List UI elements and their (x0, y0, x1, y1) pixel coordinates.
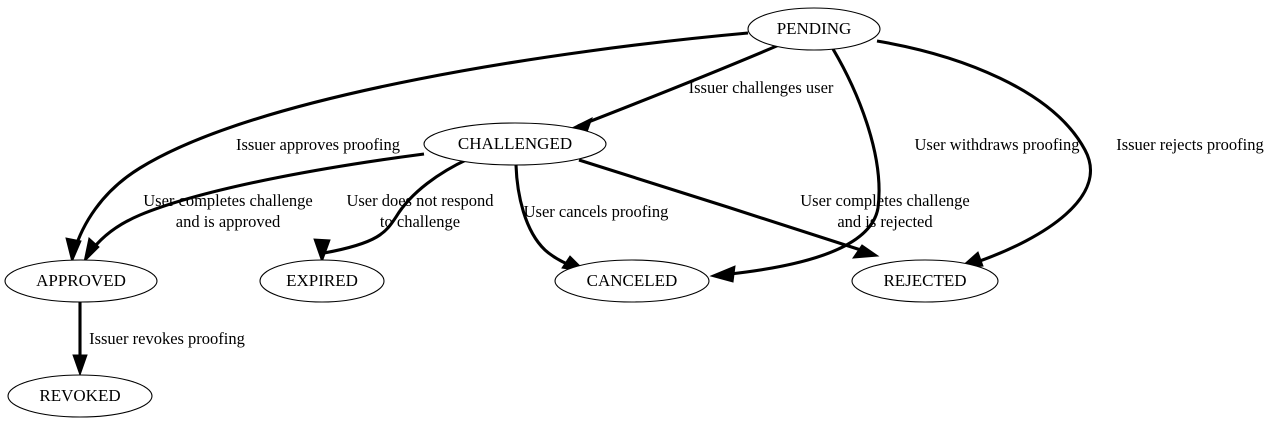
edge-challenged-approved (83, 152, 425, 264)
arrowhead-icon (851, 244, 880, 259)
edge-approved-revoked (72, 302, 88, 377)
edge-challenged-expired (313, 157, 469, 264)
node-label: APPROVED (36, 271, 126, 290)
node-label: REVOKED (39, 386, 120, 405)
arrowhead-icon (709, 265, 736, 283)
arrowhead-icon (72, 354, 88, 377)
node-approved[interactable]: APPROVED (4, 259, 158, 303)
edge-pending-canceled (709, 48, 881, 283)
edge-path (578, 158, 868, 254)
node-layer: PENDING CHALLENGED APPROVED EXPIRED CANC… (4, 7, 999, 418)
edge-pending-rejected (876, 39, 1092, 269)
edge-label-challenged-expired-line2: to challenge (380, 212, 460, 231)
node-shape[interactable] (259, 259, 385, 303)
node-label: CANCELED (587, 271, 678, 290)
edge-label-challenged-approved-line2: and is approved (176, 212, 281, 231)
arrowhead-icon (65, 237, 82, 264)
node-shape[interactable] (554, 259, 710, 303)
node-label: CHALLENGED (458, 134, 572, 153)
edge-path (729, 48, 881, 276)
edge-label-challenged-rejected-line1: User completes challenge (800, 191, 970, 210)
node-label: REJECTED (883, 271, 966, 290)
edge-pending-approved (65, 31, 749, 264)
edge-path (876, 39, 1092, 264)
node-label: EXPIRED (286, 271, 358, 290)
node-shape[interactable] (7, 374, 153, 418)
node-pending[interactable]: PENDING (747, 7, 881, 51)
edge-path (87, 152, 425, 255)
node-rejected[interactable]: REJECTED (851, 259, 999, 303)
edge-challenged-rejected (578, 158, 880, 259)
node-shape[interactable] (851, 259, 999, 303)
node-shape[interactable] (4, 259, 158, 303)
node-shape[interactable] (747, 7, 881, 51)
edge-label-layer: Issuer challenges user Issuer approves p… (89, 78, 1264, 348)
edge-label-approved-revoked: Issuer revokes proofing (89, 329, 245, 348)
edge-label-pending-approved: Issuer approves proofing (236, 135, 400, 154)
edge-path (72, 31, 749, 253)
arrowhead-icon (83, 237, 100, 264)
node-revoked[interactable]: REVOKED (7, 374, 153, 418)
edge-label-challenged-rejected-line2: and is rejected (837, 212, 933, 231)
edge-label-challenged-approved-line1: User completes challenge (143, 191, 313, 210)
edge-label-pending-challenged: Issuer challenges user (689, 78, 834, 97)
edge-path (577, 43, 780, 128)
edge-label-pending-canceled: User withdraws proofing (915, 135, 1080, 154)
node-shape[interactable] (423, 122, 607, 166)
node-challenged[interactable]: CHALLENGED (423, 122, 607, 166)
node-label: PENDING (777, 19, 852, 38)
edge-label-challenged-expired-line1: User does not respond (346, 191, 494, 210)
node-expired[interactable]: EXPIRED (259, 259, 385, 303)
arrowhead-icon (313, 238, 331, 264)
edge-label-challenged-canceled: User cancels proofing (524, 202, 669, 221)
edge-path (323, 157, 469, 255)
edge-label-pending-rejected: Issuer rejects proofing (1116, 135, 1264, 154)
node-canceled[interactable]: CANCELED (554, 259, 710, 303)
